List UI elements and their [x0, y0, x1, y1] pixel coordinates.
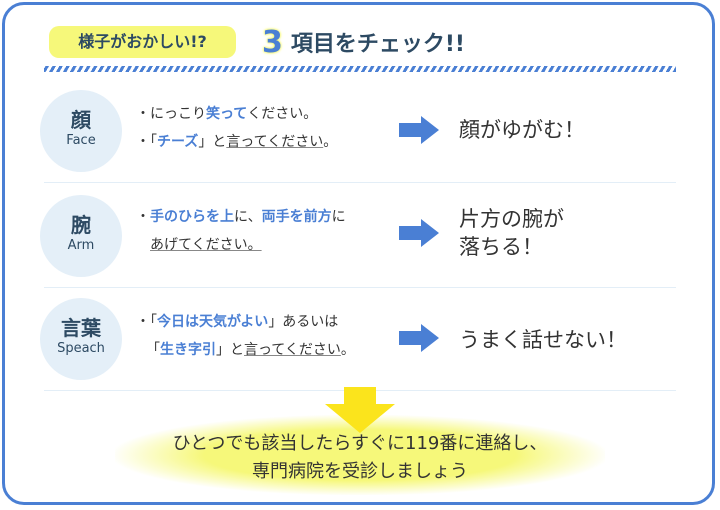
instruction-line: ・手のひらを上に、両手を前方に	[136, 209, 346, 225]
instruction-text: ・にっこり笑ってください。 ・「チーズ」と言ってください。	[136, 100, 337, 156]
title-text: 項目をチェック!!	[290, 32, 465, 57]
category-english: Speach	[57, 341, 105, 356]
instruction-text: ・「今日は天気がよい」あるいは 「生き字引」と言ってください。	[136, 308, 355, 364]
page-title: 3 項目をチェック!!	[262, 24, 465, 60]
instruction-line: ・にっこり笑ってください。	[136, 106, 318, 122]
title-number: 3	[262, 24, 283, 60]
instruction-line: ・「チーズ」と言ってください。	[136, 134, 338, 150]
symptom-result: 片方の腕が 落ちる！	[459, 207, 564, 259]
call-to-action: ひとつでも該当したらすぐに119番に連絡し、 専門病院を受診しましょう	[172, 433, 548, 482]
check-row-arm: 腕 Arm ・手のひらを上に、両手を前方に あげてください。 片方の腕が 落ちる…	[40, 183, 676, 288]
symptom-result: 顔がゆがむ！	[459, 118, 585, 142]
instruction-line: 「生き字引」と言ってください。	[146, 342, 355, 358]
category-circle: 腕 Arm	[40, 195, 122, 277]
instruction-line: あげてください。	[150, 237, 262, 253]
category-kanji: 言葉	[61, 316, 101, 340]
down-arrow-icon	[325, 387, 395, 433]
instruction-line: ・「今日は天気がよい」あるいは	[136, 314, 339, 330]
warning-badge: 様子がおかしい!?	[49, 26, 236, 58]
right-arrow-icon	[399, 219, 439, 247]
category-circle: 言葉 Speach	[40, 298, 122, 380]
check-row-face: 顔 Face ・にっこり笑ってください。 ・「チーズ」と言ってください。 顔がゆ…	[40, 78, 676, 183]
instruction-text: ・手のひらを上に、両手を前方に あげてください。	[136, 203, 346, 259]
category-circle: 顔 Face	[40, 90, 122, 172]
symptom-result: うまく話せない！	[459, 328, 627, 352]
category-english: Arm	[67, 238, 95, 253]
right-arrow-icon	[399, 116, 439, 144]
right-arrow-icon	[399, 324, 439, 352]
category-english: Face	[66, 133, 96, 148]
category-kanji: 顔	[71, 108, 91, 132]
striped-divider	[44, 66, 676, 72]
category-kanji: 腕	[71, 213, 91, 237]
check-row-speech: 言葉 Speach ・「今日は天気がよい」あるいは 「生き字引」と言ってください…	[40, 286, 676, 391]
